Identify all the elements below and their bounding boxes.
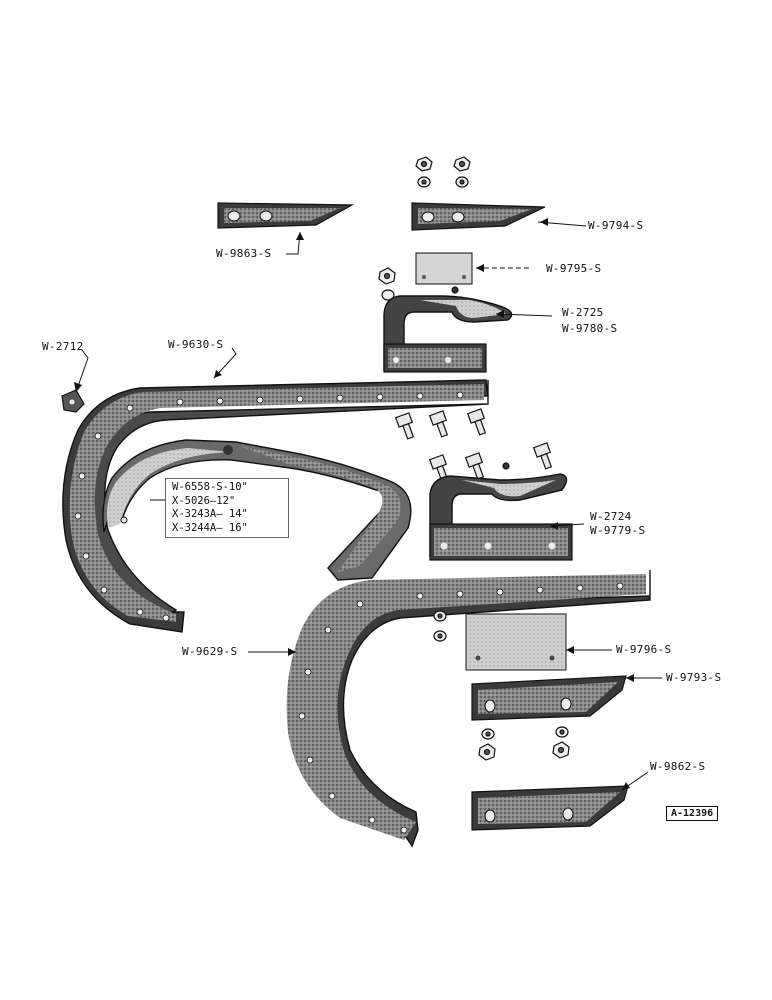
label-w9780s: W-9780-S xyxy=(562,322,618,335)
part-w9795s-shim xyxy=(415,252,473,285)
label-w9796s: W-9796-S xyxy=(616,643,672,656)
label-w9630s: W-9630-S xyxy=(168,338,224,351)
label-w2725: W-2725 xyxy=(562,306,604,319)
nuts-lower xyxy=(478,726,570,761)
nuts-top xyxy=(415,156,471,188)
leader-arrowheads xyxy=(74,218,634,790)
label-w2712: W-2712 xyxy=(42,340,84,353)
label-w9629s: W-9629-S xyxy=(182,645,238,658)
part-w2712-clip xyxy=(61,389,85,413)
part-w9794s-plate xyxy=(411,202,546,231)
part-w9629s-guard xyxy=(286,570,651,848)
label-w9795s: W-9795-S xyxy=(546,262,602,275)
part-w9862s-plate xyxy=(471,785,629,831)
figure-reference: A-12396 xyxy=(666,806,719,821)
part-w2725-bracket xyxy=(383,295,513,373)
bolts-lower xyxy=(428,442,553,482)
size-row: X-3244A— 16" xyxy=(172,521,248,534)
part-w2724-bracket xyxy=(429,473,573,561)
size-row: X-5026—12" xyxy=(172,494,236,507)
size-row: X-3243A— 14" xyxy=(172,508,248,520)
part-w9863s-plate xyxy=(217,202,355,229)
bolts-upper xyxy=(394,408,487,440)
label-w2724: W-2724 xyxy=(590,510,632,523)
size-row: W-6558-S-10" xyxy=(172,481,248,493)
nut-washer-w2725 xyxy=(378,267,459,301)
part-w6558s-extension xyxy=(102,439,412,581)
part-w9793s-plate xyxy=(471,675,627,721)
label-w9862s: W-9862-S xyxy=(650,760,706,773)
washers-lower-left xyxy=(433,610,447,642)
label-w9794s: W-9794-S xyxy=(588,219,644,232)
label-w9793s: W-9793-S xyxy=(666,671,722,684)
part-w9796s-shim xyxy=(465,613,567,671)
extension-size-table: W-6558-S-10" X-5026—12" X-3243A— 14" X-3… xyxy=(165,478,289,538)
label-w9779s: W-9779-S xyxy=(590,524,646,537)
label-w9863s: W-9863-S xyxy=(216,247,272,260)
part-w9630s-guard xyxy=(62,379,489,633)
